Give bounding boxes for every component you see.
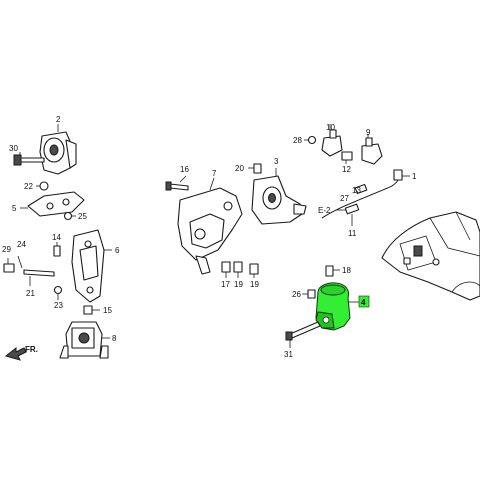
callout-25: 25 xyxy=(78,212,87,221)
callout-15: 15 xyxy=(103,306,112,315)
callout-22: 22 xyxy=(24,182,33,191)
callout-7: 7 xyxy=(212,169,217,178)
callout-6: 6 xyxy=(115,246,120,255)
callout-29: 29 xyxy=(2,245,11,254)
callout-10: 10 xyxy=(326,123,335,132)
callout-27: 27 xyxy=(340,194,349,203)
callout-3: 3 xyxy=(274,157,279,166)
callout-20: 20 xyxy=(235,164,244,173)
lower-left-mount xyxy=(59,305,110,359)
front-direction-arrow: FR. xyxy=(4,345,38,361)
callout-2: 2 xyxy=(56,115,61,124)
callout-9: 9 xyxy=(366,128,371,137)
upper-center-mount xyxy=(248,163,307,225)
callout-30: 30 xyxy=(9,144,18,153)
callout-e2: E-2 xyxy=(318,206,331,215)
callout-8: 8 xyxy=(112,334,117,343)
callout-11: 11 xyxy=(348,229,357,238)
callout-21: 21 xyxy=(26,289,35,298)
callout-5: 5 xyxy=(12,204,17,213)
callout-17: 17 xyxy=(221,280,230,289)
callout-4: 4 xyxy=(361,298,366,307)
upper-bracket xyxy=(20,191,85,221)
callout-1: 1 xyxy=(412,172,417,181)
front-marker-label: FR. xyxy=(25,345,38,354)
callout-18: 18 xyxy=(342,266,351,275)
callout-31: 31 xyxy=(284,350,293,359)
vehicle-location-inset xyxy=(381,211,480,301)
callout-13: 13 xyxy=(352,186,361,195)
center-bracket xyxy=(165,175,259,278)
callout-23: 23 xyxy=(54,301,63,310)
callout-26: 26 xyxy=(292,290,301,299)
callout-14: 14 xyxy=(52,233,61,242)
highlighted-engine-mount xyxy=(285,265,360,348)
callout-19-a: 19 xyxy=(234,280,243,289)
rear-mount-assembly xyxy=(13,124,77,191)
callout-12: 12 xyxy=(342,165,351,174)
callout-labels: 2 30 22 5 25 29 24 14 6 21 23 15 8 16 7 … xyxy=(2,115,417,359)
side-bracket xyxy=(3,229,112,303)
callout-24: 24 xyxy=(17,240,26,249)
callout-19-b: 19 xyxy=(250,280,259,289)
callout-4-highlight-box xyxy=(358,295,370,308)
callout-16: 16 xyxy=(180,165,189,174)
vacuum-components xyxy=(304,124,410,226)
callout-28: 28 xyxy=(293,136,302,145)
